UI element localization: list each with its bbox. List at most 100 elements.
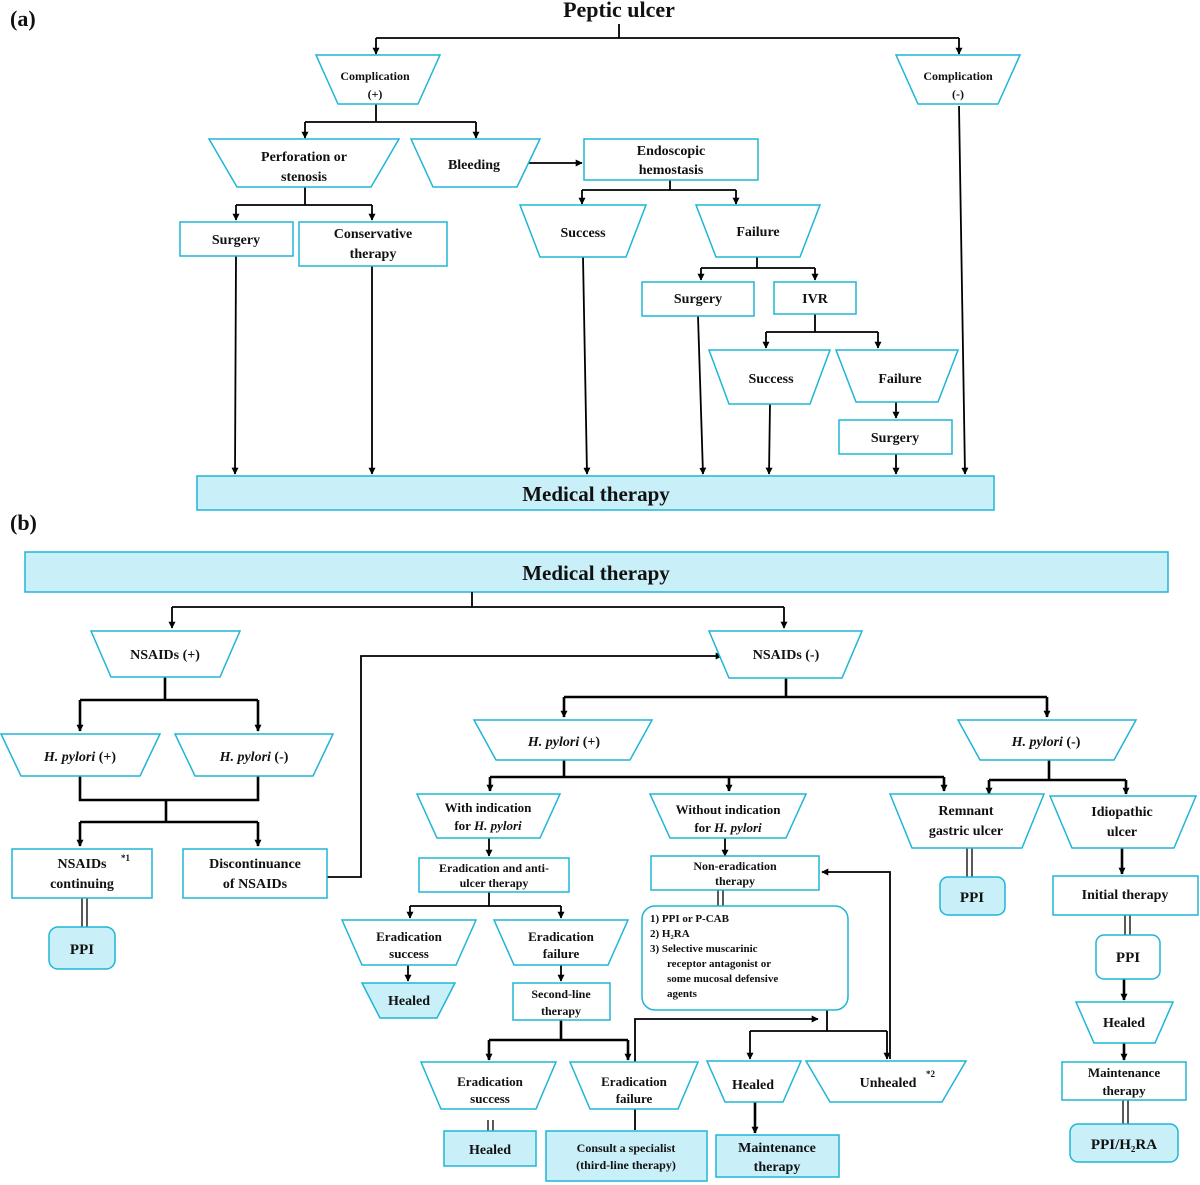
svg-text:Perforation or: Perforation or [261,150,347,165]
svg-text:Maintenance: Maintenance [738,1141,816,1156]
svg-text:Eradication and anti-: Eradication and anti- [439,861,549,875]
a-title: Peptic ulcer [563,0,675,22]
b-ppi-left: PPI [48,926,116,970]
b-hp-pos-left: H. pylori (+) [0,733,162,777]
b-medical-therapy: Medical therapy [24,551,1169,593]
svg-text:for H. pylori: for H. pylori [454,818,522,833]
svg-text:Bleeding: Bleeding [448,158,500,173]
svg-text:Medical therapy: Medical therapy [522,561,670,585]
svg-text:Endoscopic: Endoscopic [637,144,705,159]
b-nsaids-continuing: NSAIDs *1 continuing [11,848,153,899]
svg-text:Initial therapy: Initial therapy [1082,888,1169,903]
b-non-eradication-therapy: Non-eradication therapy [650,855,820,891]
b-erad-failure-2: Eradication failure [568,1061,700,1110]
b-healed-2: Healed [443,1130,537,1167]
a-bleeding: Bleeding [409,138,542,188]
svg-text:PPI: PPI [70,942,94,958]
svg-text:receptor antagonist or: receptor antagonist or [667,958,771,970]
svg-text:continuing: continuing [50,877,114,892]
svg-text:*2: *2 [926,1069,936,1079]
svg-text:Complication: Complication [340,69,410,83]
b-drug-list: 1) PPI or P-CAB 2) H₂RA 3) Selective mus… [641,905,849,1011]
svg-text:H. pylori (+): H. pylori (+) [527,735,600,750]
svg-text:success: success [389,946,429,961]
svg-text:Surgery: Surgery [871,431,919,446]
svg-text:NSAIDs (+): NSAIDs (+) [130,648,200,663]
a-endoscopic-hemostasis: Endoscopic hemostasis [583,138,759,181]
svg-text:H. pylori (-): H. pylori (-) [1011,735,1081,750]
svg-text:PPI: PPI [1116,950,1140,966]
b-hp-neg-left: H. pylori (-) [173,733,335,777]
svg-text:PPI: PPI [960,890,984,906]
svg-text:Medical therapy: Medical therapy [522,482,670,506]
svg-text:Healed: Healed [469,1143,511,1158]
svg-text:success: success [470,1091,510,1106]
svg-text:Failure: Failure [736,225,779,240]
a-surgery-3: Surgery [838,419,953,455]
a-connectors [231,24,969,475]
b-initial-therapy: Initial therapy [1052,875,1199,916]
a-failure-2: Failure [834,349,960,403]
svg-text:Surgery: Surgery [212,233,260,248]
svg-text:Idiopathic: Idiopathic [1091,805,1152,820]
b-hp-pos-right: H. pylori (+) [472,719,654,761]
panel-a-label: (a) [10,6,36,31]
svg-text:Success: Success [748,372,794,387]
b-connectors [76,592,1131,1134]
svg-text:ulcer therapy: ulcer therapy [460,876,529,890]
svg-text:stenosis: stenosis [281,170,327,185]
svg-text:Conservative: Conservative [334,227,413,242]
svg-text:of NSAIDs: of NSAIDs [223,877,288,892]
svg-text:H. pylori (+): H. pylori (+) [43,750,116,765]
svg-text:for H. pylori: for H. pylori [694,820,762,835]
b-erad-success-1: Eradication success [340,919,478,966]
svg-text:therapy: therapy [754,1160,801,1175]
svg-text:Discontinuance: Discontinuance [209,857,301,872]
b-idiopathic-ulcer: Idiopathic ulcer [1048,795,1198,849]
svg-text:agents: agents [667,988,698,1000]
b-with-indication: With indication for H. pylori [415,793,562,839]
svg-text:*1: *1 [121,853,131,863]
svg-text:failure: failure [616,1091,653,1106]
b-discontinuance-nsaids: Discontinuance of NSAIDs [182,848,328,899]
svg-text:Surgery: Surgery [674,292,722,307]
b-nsaids-neg: NSAIDs (-) [707,630,864,679]
b-remnant-gastric-ulcer: Remnant gastric ulcer [888,793,1046,849]
svg-text:Unhealed: Unhealed [860,1076,917,1091]
svg-text:Consult a specialist: Consult a specialist [577,1141,676,1155]
b-ppi-h2ra: PPI/H₂RA [1069,1123,1179,1163]
svg-text:(-): (-) [952,87,964,101]
b-eradication-anti-ulcer: Eradication and anti- ulcer therapy [418,857,570,893]
b-healed-3: Healed [705,1060,803,1103]
svg-text:IVR: IVR [802,292,829,307]
svg-text:(third-line therapy): (third-line therapy) [576,1158,676,1172]
a-complication-pos: Complication (+) [314,54,442,105]
svg-text:therapy: therapy [1102,1083,1146,1098]
b-erad-failure-1: Eradication failure [492,919,630,966]
svg-text:Without indication: Without indication [676,802,782,817]
svg-text:Healed: Healed [1103,1016,1145,1031]
svg-text:2) H₂RA: 2) H₂RA [650,928,690,940]
b-erad-success-2: Eradication success [419,1061,558,1110]
b-ppi-idiopathic: PPI [1095,934,1161,980]
svg-text:Complication: Complication [923,69,993,83]
b-consult-specialist: Consult a specialist (third-line therapy… [545,1130,708,1182]
a-surgery-1: Surgery [179,221,294,257]
svg-text:Maintenance: Maintenance [1088,1065,1160,1080]
svg-text:some mucosal defensive: some mucosal defensive [667,973,778,985]
a-success-2: Success [707,349,832,405]
svg-text:1) PPI or P-CAB: 1) PPI or P-CAB [650,913,730,925]
svg-text:gastric ulcer: gastric ulcer [929,824,1003,839]
svg-text:H. pylori (-): H. pylori (-) [219,750,289,765]
svg-text:Second-line: Second-line [531,987,591,1001]
b-healed-4: Healed [1074,1001,1175,1044]
svg-text:PPI/H₂RA: PPI/H₂RA [1091,1137,1157,1153]
panel-b-label: (b) [10,510,37,535]
a-surgery-2: Surgery [641,281,755,317]
b-maintenance-therapy: Maintenance therapy [715,1134,840,1178]
svg-text:Eradication: Eradication [457,1074,523,1089]
svg-text:3) Selective muscarinic: 3) Selective muscarinic [650,943,758,955]
svg-text:Remnant: Remnant [938,804,994,819]
svg-text:With indication: With indication [445,800,533,815]
a-success-1: Success [518,204,648,258]
